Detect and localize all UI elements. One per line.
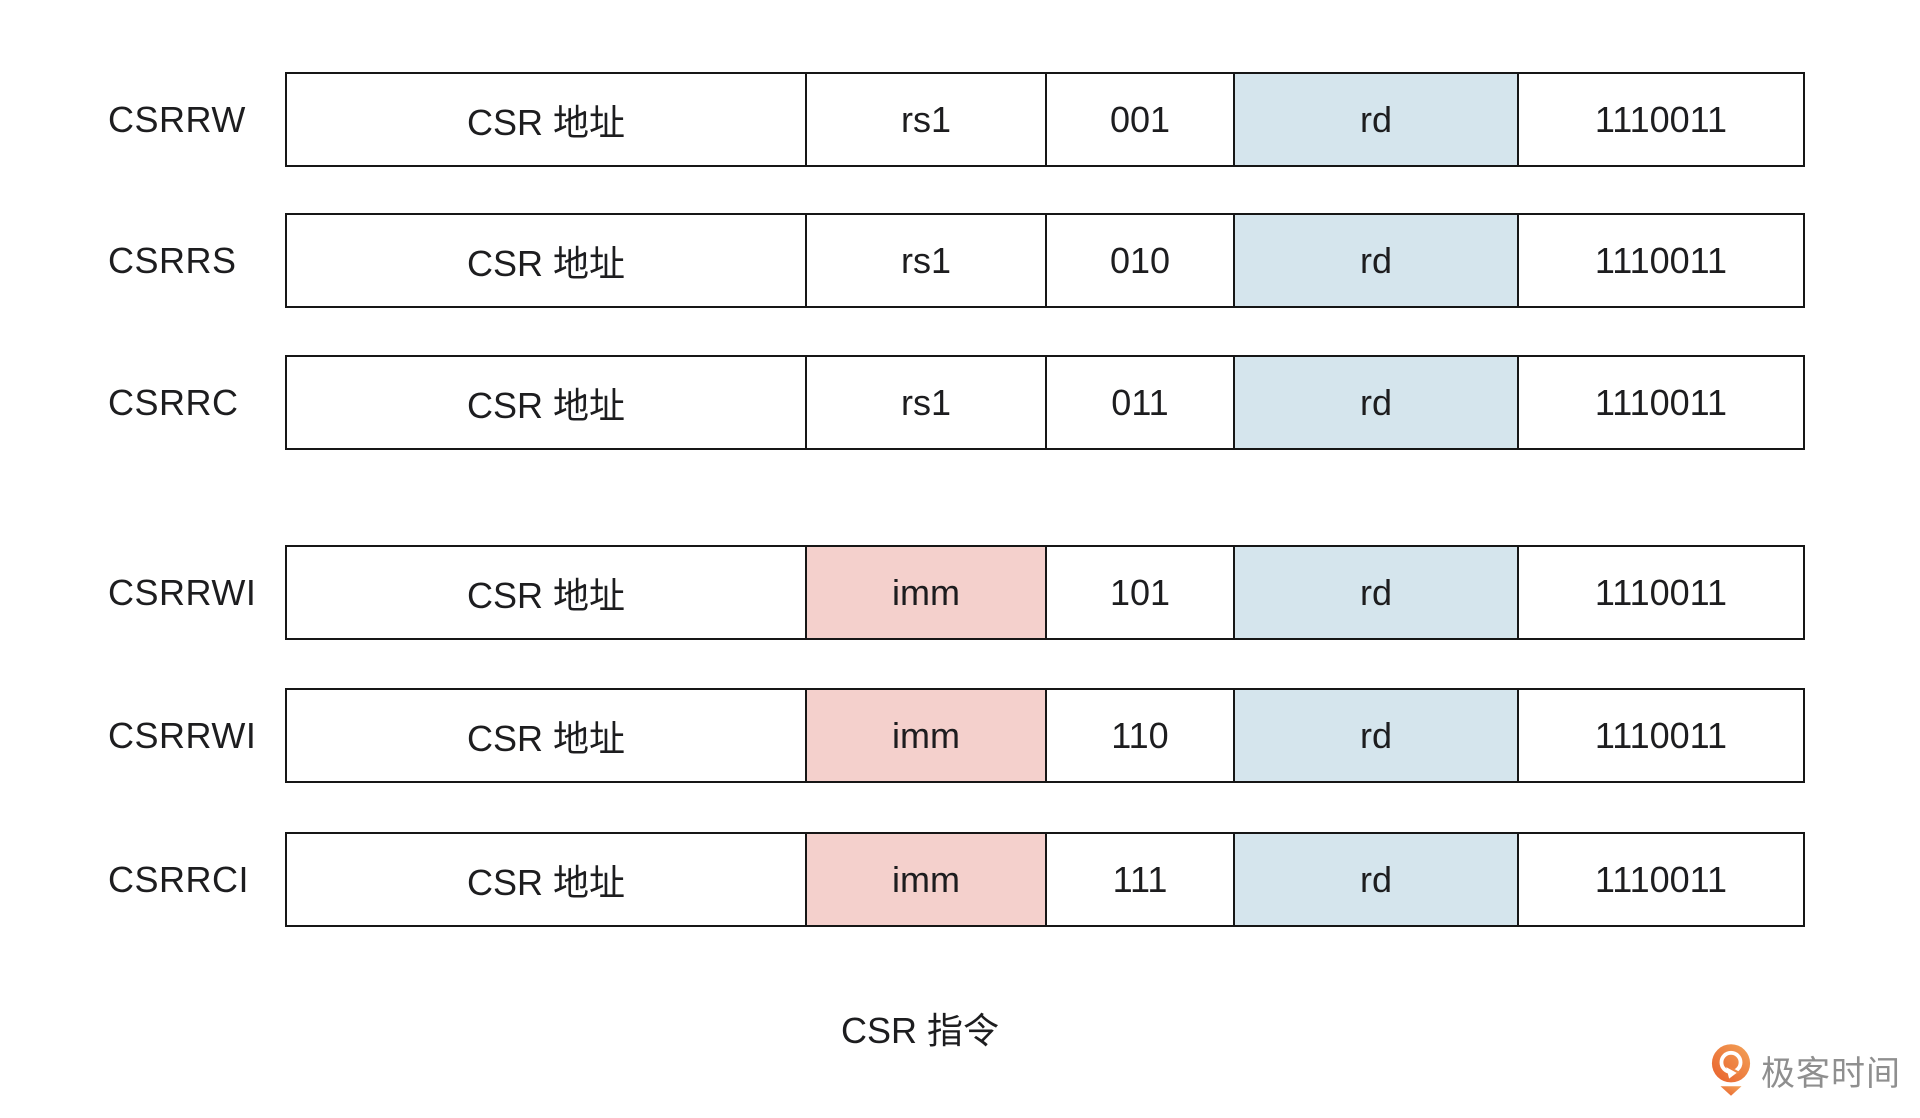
field-funct3: 110: [1045, 690, 1233, 781]
instruction-row: CSRRW CSR 地址 rs1 001 rd 1110011: [108, 72, 1805, 167]
field-source: imm: [805, 690, 1045, 781]
field-source: rs1: [805, 215, 1045, 306]
instruction-name-label: CSRRWI: [108, 714, 257, 756]
field-rd: rd: [1233, 357, 1517, 448]
instruction-name-label: CSRRC: [108, 381, 239, 423]
field-opcode: 1110011: [1517, 215, 1803, 306]
field-source: rs1: [805, 74, 1045, 165]
instruction-fields: CSR 地址 rs1 011 rd 1110011: [285, 355, 1805, 450]
field-source: rs1: [805, 357, 1045, 448]
field-opcode: 1110011: [1517, 74, 1803, 165]
field-source: imm: [805, 834, 1045, 925]
field-funct3: 001: [1045, 74, 1233, 165]
instruction-name-label: CSRRW: [108, 98, 246, 140]
instruction-row: CSRRWI CSR 地址 imm 101 rd 1110011: [108, 545, 1805, 640]
instruction-name-label: CSRRS: [108, 239, 237, 281]
instruction-fields: CSR 地址 imm 110 rd 1110011: [285, 688, 1805, 783]
field-opcode: 1110011: [1517, 357, 1803, 448]
instruction-row: CSRRC CSR 地址 rs1 011 rd 1110011: [108, 355, 1805, 450]
field-rd: rd: [1233, 74, 1517, 165]
field-funct3: 111: [1045, 834, 1233, 925]
instruction-name-label: CSRRCI: [108, 858, 250, 900]
geektime-watermark: 极客时间: [1710, 1044, 1901, 1096]
instruction-name-label: CSRRWI: [108, 571, 257, 613]
field-source: imm: [805, 547, 1045, 638]
field-funct3: 101: [1045, 547, 1233, 638]
field-csr-address: CSR 地址: [287, 834, 805, 925]
geektime-logo-text: 极客时间: [1761, 1054, 1901, 1093]
instruction-fields: CSR 地址 imm 101 rd 1110011: [285, 545, 1805, 640]
field-rd: rd: [1233, 834, 1517, 925]
field-funct3: 010: [1045, 215, 1233, 306]
field-opcode: 1110011: [1517, 834, 1803, 925]
field-csr-address: CSR 地址: [287, 357, 805, 448]
field-rd: rd: [1233, 215, 1517, 306]
instruction-fields: CSR 地址 rs1 010 rd 1110011: [285, 213, 1805, 308]
instruction-row: CSRRS CSR 地址 rs1 010 rd 1110011: [108, 213, 1805, 308]
instruction-fields: CSR 地址 rs1 001 rd 1110011: [285, 72, 1805, 167]
instruction-fields: CSR 地址 imm 111 rd 1110011: [285, 832, 1805, 927]
field-opcode: 1110011: [1517, 690, 1803, 781]
field-opcode: 1110011: [1517, 547, 1803, 638]
geektime-pin-icon: [1711, 1044, 1751, 1096]
instruction-row: CSRRWI CSR 地址 imm 110 rd 1110011: [108, 688, 1805, 783]
field-csr-address: CSR 地址: [287, 690, 805, 781]
field-csr-address: CSR 地址: [287, 215, 805, 306]
instruction-row: CSRRCI CSR 地址 imm 111 rd 1110011: [108, 832, 1805, 927]
field-csr-address: CSR 地址: [287, 74, 805, 165]
field-rd: rd: [1233, 690, 1517, 781]
field-rd: rd: [1233, 547, 1517, 638]
field-csr-address: CSR 地址: [287, 547, 805, 638]
diagram-caption: CSR 指令: [840, 1010, 999, 1051]
field-funct3: 011: [1045, 357, 1233, 448]
